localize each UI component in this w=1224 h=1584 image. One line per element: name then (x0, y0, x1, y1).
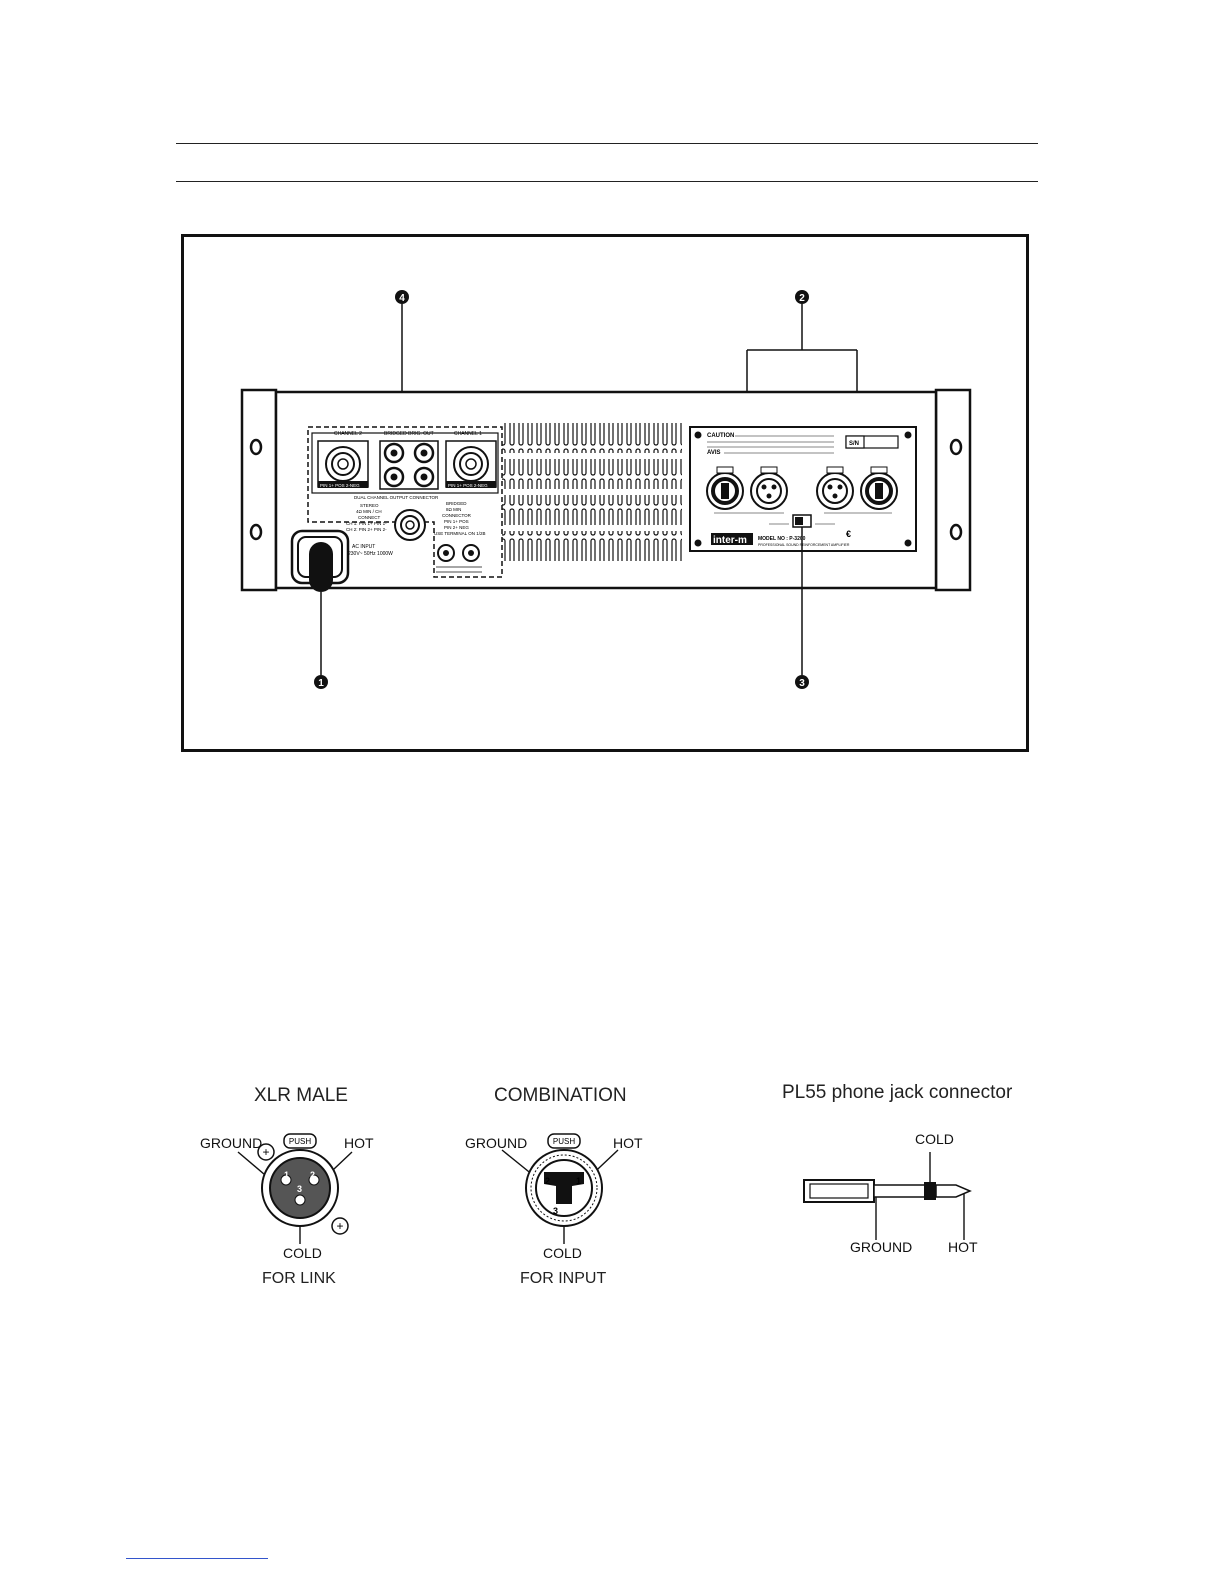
svg-text:CH 1: PIN 1+ PIN 1-: CH 1: PIN 1+ PIN 1- (346, 521, 387, 526)
pl55-hot-label: HOT (948, 1239, 978, 1255)
svg-text:3: 3 (297, 1184, 302, 1194)
xlr-male-title: XLR MALE (254, 1085, 348, 1106)
svg-text:2: 2 (545, 1176, 550, 1186)
svg-text:CAUTION: CAUTION (707, 433, 734, 439)
speakon-channel-1: PIN 1+ POS 2-NEG (445, 440, 497, 488)
svg-text:BRIDGED BRIG. OUT: BRIDGED BRIG. OUT (384, 431, 434, 437)
svg-text:CH 2: PIN 2+ PIN 2-: CH 2: PIN 2+ PIN 2- (346, 527, 387, 532)
svg-text:2: 2 (310, 1170, 315, 1180)
combo-cold-label: COLD (543, 1245, 582, 1261)
speakon-channel-2: PIN 1+ POS 2-NEG (317, 440, 369, 488)
svg-text:1: 1 (576, 1176, 581, 1186)
svg-text:3: 3 (799, 678, 805, 689)
rear-panel-figure: 4 2 CHANNEL 2 BRIDGED BRIG. OUT (181, 234, 1029, 752)
speakon-bridged (394, 509, 426, 541)
svg-text:S/N: S/N (849, 441, 859, 447)
svg-text:CONNECT: CONNECT (358, 515, 381, 520)
svg-text:AC INPUT: AC INPUT (352, 544, 375, 550)
xlr-ground-label: GROUND (200, 1135, 263, 1151)
svg-text:+: + (262, 1145, 269, 1159)
ac-input-socket: AC INPUT 230V~ 50Hz 1000W (290, 529, 393, 592)
svg-text:CHANNEL 1: CHANNEL 1 (454, 431, 482, 437)
header-rule-top (176, 143, 1038, 144)
svg-text:BRIDGED: BRIDGED (446, 501, 467, 506)
rack-ear-left (240, 388, 278, 592)
svg-text:STEREO: STEREO (360, 503, 379, 508)
speaker-output-section: CHANNEL 2 BRIDGED BRIG. OUT CHANNEL 1 PI… (307, 426, 503, 578)
svg-text:USE TERMINAL ON 1/2B: USE TERMINAL ON 1/2B (434, 531, 486, 536)
xlr-jack-ch2 (750, 466, 788, 510)
callout-3: 3 (795, 527, 809, 689)
xlr-combo-jack-ch1 (860, 466, 898, 510)
svg-text:4Ω MIN / CH: 4Ω MIN / CH (356, 509, 382, 514)
binding-posts (379, 440, 439, 490)
pl55-ground-label: GROUND (850, 1239, 913, 1255)
input-plate: CAUTION AVIS S/N (689, 426, 917, 552)
combo-ground-label: GROUND (465, 1135, 528, 1151)
svg-text:DUAL CHANNEL OUTPUT CONNECTOR: DUAL CHANNEL OUTPUT CONNECTOR (354, 495, 439, 500)
xlr-hot-label: HOT (344, 1135, 374, 1151)
combination-drawing: PUSH 2 1 3 (501, 1133, 619, 1244)
svg-text:8Ω MIN: 8Ω MIN (446, 507, 461, 512)
svg-text:CONNECTOR: CONNECTOR (442, 513, 472, 518)
header-rule-bottom (176, 181, 1038, 182)
svg-text:PUSH: PUSH (553, 1137, 575, 1146)
svg-text:inter-m: inter-m (713, 535, 747, 546)
combo-hot-label: HOT (613, 1135, 643, 1151)
xlr-cold-label: COLD (283, 1245, 322, 1261)
svg-text:PIN 1+ POS 2-NEG: PIN 1+ POS 2-NEG (320, 483, 360, 488)
svg-text:PIN 1+ POS: PIN 1+ POS (444, 519, 469, 524)
callout-1: 1 (314, 592, 328, 689)
rack-ear-right (934, 388, 972, 592)
svg-text:+: + (336, 1219, 343, 1233)
ventilation-grille (502, 423, 682, 561)
combination-title: COMBINATION (494, 1085, 627, 1106)
xlr-usage: FOR LINK (262, 1270, 336, 1287)
xlr-combo-jack-ch2 (706, 466, 744, 510)
pl55-cold-label: COLD (915, 1131, 954, 1147)
svg-text:1: 1 (318, 678, 324, 689)
remote-jacks (436, 544, 482, 573)
xlr-jack-ch1 (816, 466, 854, 510)
svg-text:PIN 1+ POS 2-NEG: PIN 1+ POS 2-NEG (448, 483, 488, 488)
svg-text:230V~ 50Hz 1000W: 230V~ 50Hz 1000W (348, 551, 393, 557)
svg-text:€: € (846, 529, 851, 539)
svg-text:CHANNEL 2: CHANNEL 2 (334, 431, 362, 437)
svg-text:2: 2 (799, 293, 805, 304)
pl55-title: PL55 phone jack connector (782, 1082, 1013, 1103)
svg-text:AVIS: AVIS (707, 450, 721, 456)
xlr-male-drawing: + + PUSH 1 2 3 (237, 1133, 353, 1244)
svg-text:1: 1 (284, 1170, 289, 1180)
svg-text:PUSH: PUSH (289, 1137, 311, 1146)
svg-text:4: 4 (399, 293, 405, 304)
pl55-drawing (803, 1152, 972, 1240)
combo-usage: FOR INPUT (520, 1270, 607, 1287)
svg-text:PROFESSIONAL SOUND REINFORCEME: PROFESSIONAL SOUND REINFORCEMENT AMPLIFI… (758, 543, 850, 547)
svg-text:PIN 2+ NEG: PIN 2+ NEG (444, 525, 469, 530)
footer-link-underline[interactable] (126, 1558, 268, 1559)
svg-text:MODEL NO : P-3200: MODEL NO : P-3200 (758, 536, 806, 542)
rear-panel-drawing: 4 2 CHANNEL 2 BRIDGED BRIG. OUT (240, 290, 972, 689)
svg-text:3: 3 (553, 1206, 558, 1216)
